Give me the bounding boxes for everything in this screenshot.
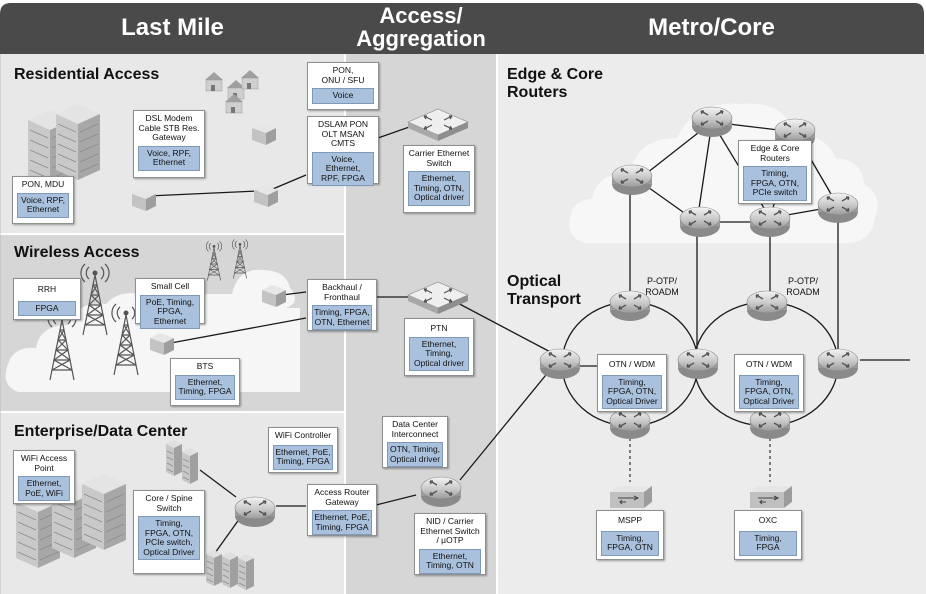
box-title: WiFi Access Point [20,453,68,473]
header-bar [0,3,924,54]
wifi-controller-box: WiFi Controller Ethernet, PoE, Timing, F… [268,427,338,473]
box-tag: Voice, Ethernet, RPF, FPGA [312,151,374,186]
box-tag: Timing, FPGA, OTN [601,530,659,556]
access-router-box: Access Router Gateway Ethernet, PoE, Tim… [307,484,377,536]
optical-router-icon [609,408,651,440]
box-tag: Timing, FPGA, OTN, Ethernet [312,305,372,330]
box-title: OXC [758,515,778,525]
server-rack-icon [181,447,199,485]
optical-router-icon [817,348,859,380]
section-title-enterprise: Enterprise/Data Center [14,423,188,440]
box-title: PON, MDU [21,179,65,189]
core-router-icon [691,106,733,138]
box-title: Data Center Interconnect [391,419,439,439]
box-title: DSL Modem Cable STB Res. Gateway [138,113,200,142]
server-rack-icon [237,553,255,591]
optical-router-icon [539,348,581,380]
box-title: PTN [430,323,448,333]
core-router-icon [679,206,721,238]
box-tag: Ethernet, PoE, Timing, FPGA [312,510,372,535]
box-title: WiFi Controller [274,430,332,440]
box-title: Carrier Ethernet Switch [408,148,470,168]
section-title-residential: Residential Access [14,66,160,83]
box-tag: PoE, Timing, FPGA, Ethernet [140,294,200,329]
section-title-wireless: Wireless Access [14,244,140,261]
carrier-ethernet-box: Carrier Ethernet Switch Ethernet, Timing… [403,145,475,213]
box-title: RRH [37,284,57,294]
pon-onu-box: PON, ONU / SFU Voice [307,62,379,110]
box-title: OTN / WDM [608,359,656,369]
oxc-box: OXC Timing, FPGA [734,510,802,560]
nid-box: NID / Carrier Ethernet Switch / µOTP Eth… [414,513,486,575]
box-tag: Ethernet, PoE, Timing, FPGA [273,444,333,470]
section-title-optical: Optical Transport [507,273,581,308]
core-router-icon [749,206,791,238]
mspp-device-icon [609,485,653,509]
column-header-access: Access/ Aggregation [356,3,486,51]
box-tag: Voice, RPF, Ethernet [17,192,69,218]
spine-router-icon [234,496,276,528]
box-tag: Timing, FPGA, OTN, PCIe switch, Optical … [138,516,200,560]
box-tag: Ethernet, Timing, OTN [419,548,481,574]
otn-wdm-box-1: OTN / WDM Timing, FPGA, OTN, Optical Dri… [597,354,667,412]
box-tag: Timing, FPGA, OTN, Optical Driver [739,374,799,409]
core-router-icon [817,192,859,224]
box-tag: OTN, Timing, Optical driver [387,442,443,467]
box-title: Backhaul / Fronthaul [322,282,362,302]
pon-mdu-box: PON, MDU Voice, RPF, Ethernet [12,176,74,224]
box-tag: Voice, RPF, Ethernet [138,145,200,171]
box-title: PON, ONU / SFU [321,65,365,85]
edge-core-routers-box: Edge & Core Routers Timing, FPGA, OTN, P… [738,140,812,204]
p-otp-label: P-OTP/ ROADM [645,276,679,297]
mdu-building-icon [55,103,101,181]
access-gateway-router-icon [420,476,462,508]
box-title: Small Cell [150,281,190,291]
box-tag: Voice [312,88,374,104]
office-building-icon [81,473,127,551]
box-title: Core / Spine Switch [145,493,193,513]
box-tag: Ethernet, Timing, Optical driver [409,336,469,371]
backhaul-box: Backhaul / Fronthaul Timing, FPGA, OTN, … [307,279,377,331]
box-title: DSLAM PON OLT MSAN CMTS [317,119,369,148]
column-header-metro: Metro/Core [648,13,775,41]
small-cell-box: Small Cell PoE, Timing, FPGA, Ethernet [135,278,205,329]
oxc-device-icon [749,485,793,509]
box-title: BTS [196,361,214,371]
box-tag: Ethernet, PoE, WiFi [18,476,70,501]
box-title: Edge & Core Routers [750,143,800,163]
core-spine-box: Core / Spine Switch Timing, FPGA, OTN, P… [133,490,205,574]
box-title: NID / Carrier Ethernet Switch / µOTP [420,516,480,545]
optical-router-icon [749,408,791,440]
core-router-icon [611,164,653,196]
server-rack-icon [205,549,223,587]
box-tag: Ethernet, Timing, OTN, Optical driver [408,171,470,206]
wifi-ap-box: WiFi Access Point Ethernet, PoE, WiFi [13,450,75,504]
server-rack-icon [165,439,183,477]
mspp-box: MSPP Timing, FPGA, OTN [596,510,664,560]
dsl-modem-box: DSL Modem Cable STB Res. Gateway Voice, … [133,110,205,178]
section-title-edge-core: Edge & Core Routers [507,66,604,101]
p-otp-label: P-OTP/ ROADM [786,276,820,297]
box-title: OTN / WDM [745,359,793,369]
ptn-box: PTN Ethernet, Timing, Optical driver [404,318,474,376]
column-header-last-mile: Last Mile [121,13,224,41]
server-rack-icon [221,551,239,589]
bts-box: BTS Ethernet, Timing, FPGA [170,358,240,406]
box-tag: Ethernet, Timing, FPGA [175,374,235,400]
optical-router-icon [677,348,719,380]
box-tag: Timing, FPGA, OTN, Optical Driver [602,374,662,409]
otn-wdm-box-2: OTN / WDM Timing, FPGA, OTN, Optical Dri… [734,354,804,412]
rrh-box: RRH FPGA [13,278,81,320]
dslam-box: DSLAM PON OLT MSAN CMTS Voice, Ethernet,… [307,116,379,186]
dci-box: Data Center Interconnect OTN, Timing, Op… [382,416,448,468]
box-tag: FPGA [18,300,76,316]
box-title: Access Router Gateway [314,487,370,507]
box-title: MSPP [617,515,643,525]
box-tag: Timing, FPGA, OTN, PCIe switch [743,166,807,201]
box-tag: Timing, FPGA [739,530,797,556]
